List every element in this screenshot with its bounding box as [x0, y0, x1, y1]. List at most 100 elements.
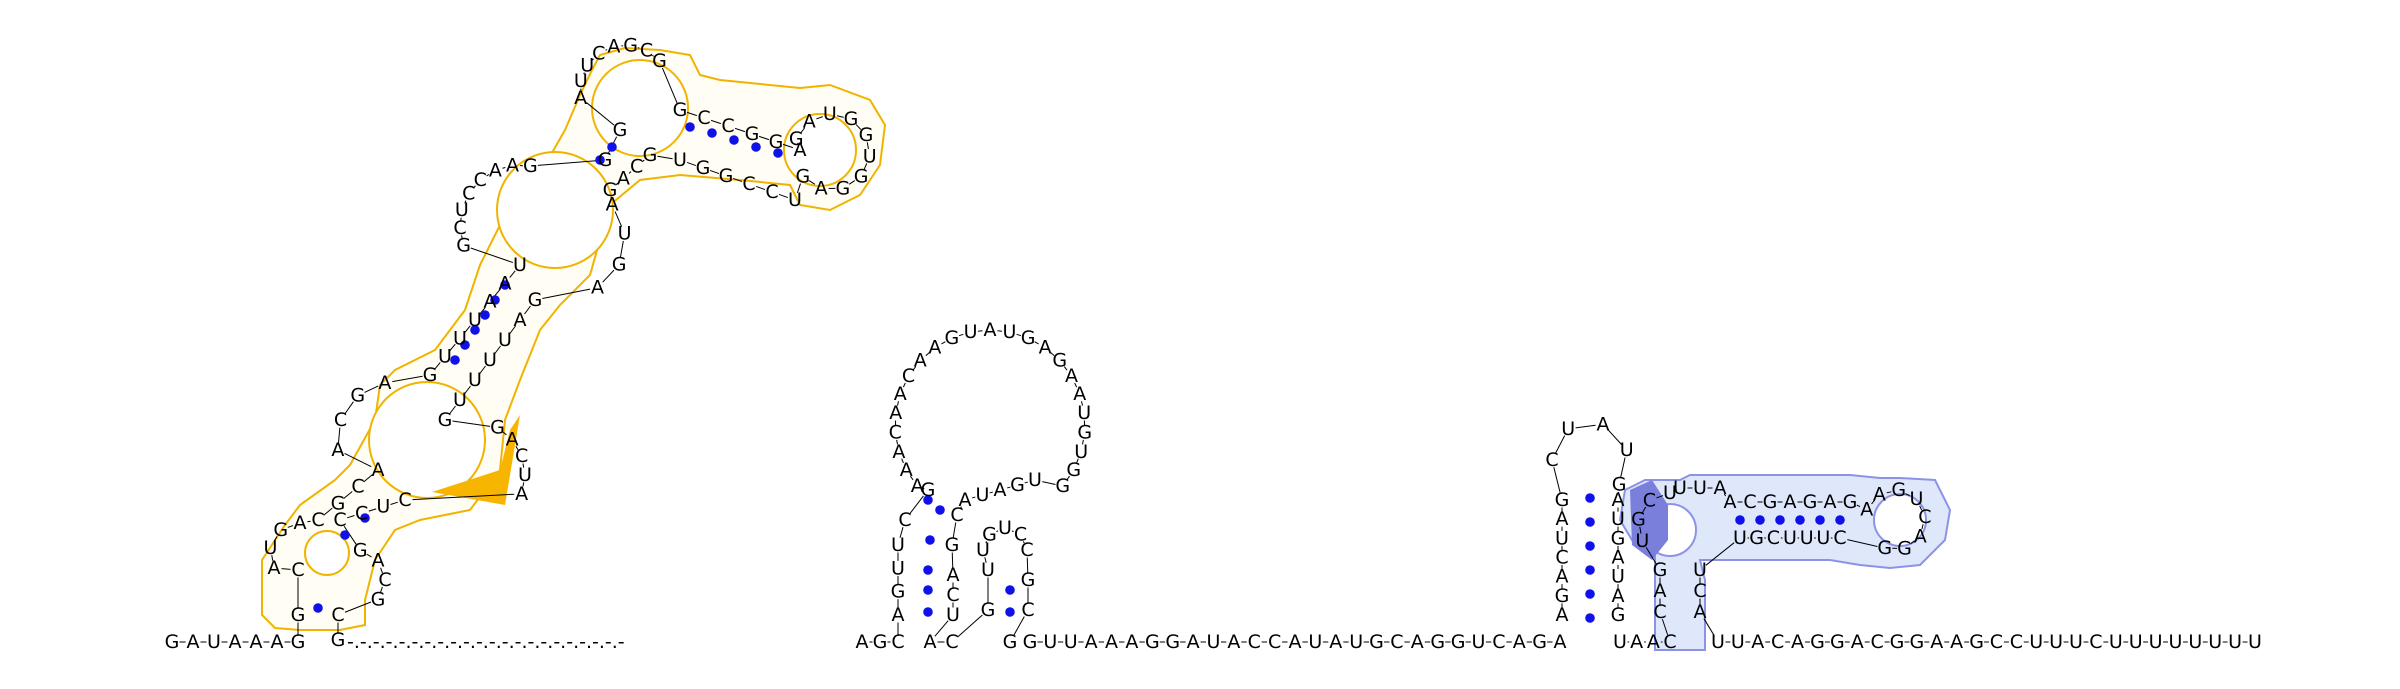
nucleotide: U [1028, 469, 1042, 491]
backbone-segment [486, 173, 490, 177]
nucleotide: A [378, 372, 391, 394]
nucleotide: C [333, 509, 346, 531]
nucleotide: A [815, 177, 828, 199]
backbone-segment [734, 127, 746, 133]
nucleotide: A [1784, 491, 1797, 513]
nucleotide: A [606, 194, 619, 216]
nucleotide: C [462, 183, 475, 205]
backbone-segment [836, 115, 844, 118]
nucleotide: U [618, 223, 632, 245]
nucleotide: G [1451, 631, 1466, 653]
backbone-segment [515, 445, 519, 450]
backbone-segment [615, 182, 619, 186]
base-pair-dot [935, 505, 945, 515]
nucleotide: C [1771, 631, 1784, 653]
backbone-segment [957, 614, 983, 638]
nucleotide: A [959, 489, 972, 511]
blue-loop-hole [1873, 493, 1927, 547]
backbone-segment [464, 200, 467, 204]
backbone-segment [1703, 618, 1715, 636]
nucleotide: C [902, 365, 915, 387]
nucleotide: A [514, 309, 527, 331]
nucleotide: G [598, 149, 613, 171]
nucleotide: U [1349, 631, 1363, 653]
backbone-segment [910, 475, 914, 481]
nucleotide: C [474, 169, 487, 191]
nucleotide: A [894, 383, 907, 405]
backbone-segment [628, 171, 632, 174]
nucleotide: G [1969, 631, 1984, 653]
nucleotide: G [1612, 473, 1627, 495]
nucleotide: G [1843, 491, 1858, 513]
backbone-segment [1645, 547, 1657, 564]
backbone-segment [494, 288, 501, 297]
backbone-segment [1026, 557, 1029, 573]
nucleotide: U [468, 369, 482, 391]
backbone-segment [816, 116, 823, 120]
nucleotide: G [291, 631, 306, 653]
backbone-segment [502, 431, 507, 436]
backbone-segment [989, 491, 993, 494]
nucleotide: U [1800, 527, 1814, 549]
nucleotide: U [513, 254, 527, 276]
nucleotide: A [506, 429, 519, 451]
backbone-segment [732, 177, 743, 183]
nucleotide: C [291, 559, 304, 581]
nucleotide: A [856, 631, 869, 653]
nucleotide: G [1830, 631, 1845, 653]
base-pair-dot [460, 340, 470, 350]
backbone-segment [1871, 499, 1875, 505]
nucleotide: U [263, 537, 277, 559]
nucleotide: U [1731, 631, 1745, 653]
backbone-segment [1013, 616, 1025, 636]
backbone-segment [796, 183, 801, 194]
nucleotide: G [921, 479, 936, 501]
nucleotide: C [351, 476, 364, 498]
nucleotide: U [1561, 418, 1575, 440]
backbone-segment [509, 270, 516, 278]
nucleotide: G [982, 523, 997, 545]
nucleotide: C [334, 409, 347, 431]
backbone-segment [996, 530, 999, 533]
nucleotide: A [1612, 547, 1625, 569]
backbone-segment [972, 496, 976, 499]
nucleotide: G [1145, 631, 1160, 653]
nucleotide: U [1711, 631, 1725, 653]
base-pair-dot [470, 325, 480, 335]
nucleotide: A [617, 167, 630, 189]
backbone-segment [800, 127, 806, 134]
nucleotide: G [1165, 631, 1180, 653]
backbone-segment [1016, 333, 1022, 337]
base-pair-dot [490, 295, 500, 305]
nucleotide: G [1055, 475, 1070, 497]
nucleotide: C [515, 445, 528, 467]
backbone-segment [958, 333, 964, 337]
nucleotide: A [294, 512, 307, 534]
nucleotide: C [355, 502, 368, 524]
nucleotide: C [630, 156, 643, 178]
nucleotide: G [1023, 631, 1038, 653]
nucleotide: A [1751, 631, 1764, 653]
nucleotide: U [1613, 631, 1627, 653]
nucleotide: G [1891, 479, 1906, 501]
nucleotide: G [1003, 631, 1018, 653]
backbone-segment [344, 452, 372, 468]
backbone-segment [855, 124, 862, 130]
nucleotide: A [1654, 580, 1667, 602]
nucleotide: G [423, 364, 438, 386]
base-pair-dot [1815, 515, 1825, 525]
base-pair-dot [1585, 565, 1595, 575]
nucleotide: G [490, 416, 505, 438]
nucleotide: C [2089, 631, 2102, 653]
orange-loop-hole [304, 530, 350, 576]
nucleotide: A [984, 319, 997, 341]
nucleotide: C [1918, 506, 1931, 528]
nucleotide: A [271, 631, 284, 653]
backbone-segment [586, 102, 615, 126]
backbone-segment [1886, 491, 1892, 494]
nucleotide: U [207, 631, 221, 653]
backbone-segment [522, 463, 525, 468]
backbone-segment [951, 552, 954, 568]
